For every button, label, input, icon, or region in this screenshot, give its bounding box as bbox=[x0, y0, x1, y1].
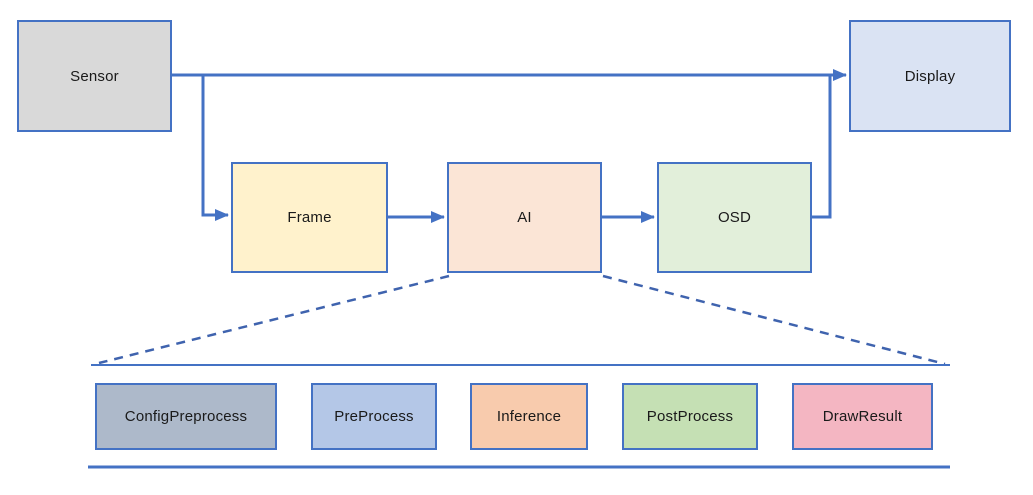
node-ai: AI bbox=[447, 162, 602, 273]
node-frame: Frame bbox=[231, 162, 388, 273]
node-sensor-label: Sensor bbox=[70, 67, 119, 85]
node-osd: OSD bbox=[657, 162, 812, 273]
node-preprocess-label: PreProcess bbox=[334, 408, 414, 425]
node-inference-label: Inference bbox=[496, 408, 562, 425]
node-preprocess: PreProcess bbox=[311, 383, 437, 450]
node-sensor: Sensor bbox=[17, 20, 172, 132]
node-drawresult-label: DrawResult bbox=[822, 408, 903, 425]
node-postprocess: PostProcess bbox=[622, 383, 758, 450]
node-ai-label: AI bbox=[517, 209, 532, 226]
edge-ai-expansion-right bbox=[602, 274, 946, 366]
edge-sensor-frame bbox=[201, 75, 229, 221]
edge-ai-expansion-left bbox=[98, 274, 450, 365]
node-display-label: Display bbox=[904, 67, 956, 85]
node-config-preprocess-label: ConfigPreprocess bbox=[124, 408, 248, 425]
edge-osd-display bbox=[812, 74, 832, 219]
node-inference: Inference bbox=[470, 383, 588, 450]
node-postprocess-label: PostProcess bbox=[646, 408, 734, 425]
node-config-preprocess: ConfigPreprocess bbox=[95, 383, 277, 450]
node-display: Display bbox=[849, 20, 1011, 132]
node-osd-label: OSD bbox=[717, 209, 752, 226]
node-drawresult: DrawResult bbox=[792, 383, 933, 450]
node-frame-label: Frame bbox=[287, 209, 332, 226]
